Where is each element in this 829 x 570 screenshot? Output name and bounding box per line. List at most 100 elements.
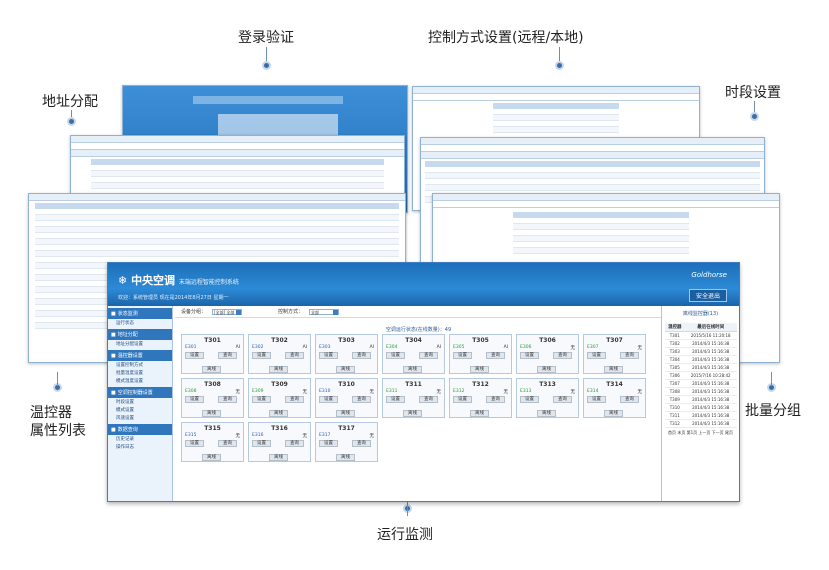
sidebar-group[interactable]: ■温控器设置: [108, 350, 172, 361]
sidebar-item[interactable]: 模式设置: [116, 408, 134, 413]
callout-props-2: 属性列表: [30, 423, 86, 439]
sidebar-item[interactable]: 地址分配设置: [116, 342, 143, 347]
thermostat-cell: T312: [665, 419, 685, 428]
offline-button[interactable]: 离线: [202, 366, 221, 373]
offline-button[interactable]: 离线: [537, 410, 556, 417]
offline-button[interactable]: 离线: [269, 410, 288, 417]
query-button[interactable]: 查询: [285, 440, 304, 447]
set-button[interactable]: 设置: [185, 396, 204, 403]
set-button[interactable]: 设置: [185, 440, 204, 447]
sidebar-group[interactable]: ■状态监测: [108, 308, 172, 319]
set-button[interactable]: 设置: [587, 352, 606, 359]
set-button[interactable]: 设置: [319, 440, 338, 447]
query-button[interactable]: 查询: [218, 396, 237, 403]
set-button[interactable]: 设置: [520, 396, 539, 403]
query-button[interactable]: 查询: [352, 352, 371, 359]
exit-button[interactable]: 安全退出: [688, 289, 727, 302]
set-button[interactable]: 设置: [587, 396, 606, 403]
offline-button[interactable]: 离线: [470, 410, 489, 417]
offline-button[interactable]: 离线: [336, 410, 355, 417]
offline-button[interactable]: 离线: [604, 366, 623, 373]
offline-button[interactable]: 离线: [537, 366, 556, 373]
query-button[interactable]: 查询: [620, 396, 639, 403]
sidebar-item[interactable]: 运行状态: [116, 321, 134, 326]
query-button[interactable]: 查询: [419, 396, 438, 403]
offline-button[interactable]: 离线: [269, 366, 288, 373]
query-button[interactable]: 查询: [285, 352, 304, 359]
query-button[interactable]: 查询: [620, 352, 639, 359]
thermostat-cell: T308: [665, 387, 685, 396]
thermostat-name: T305: [472, 337, 489, 344]
offline-button[interactable]: 离线: [202, 410, 221, 417]
offline-button[interactable]: 离线: [403, 366, 422, 373]
sidebar-item[interactable]: 模式温度设置: [116, 379, 143, 384]
sidebar-item[interactable]: 设置控制方式: [116, 363, 143, 368]
set-button[interactable]: 设置: [520, 352, 539, 359]
group-filter-select[interactable]: [全部] 全部: [212, 308, 243, 315]
sidebar-group[interactable]: ■空调控制器设置: [108, 387, 172, 398]
sidebar-item[interactable]: 批量温度设置: [116, 371, 143, 376]
offline-button[interactable]: 离线: [336, 366, 355, 373]
set-button[interactable]: 设置: [185, 352, 204, 359]
set-button[interactable]: 设置: [453, 396, 472, 403]
query-button[interactable]: 查询: [352, 396, 371, 403]
set-button[interactable]: 设置: [319, 396, 338, 403]
query-button[interactable]: 查询: [419, 352, 438, 359]
mode-filter-select[interactable]: 全部: [309, 308, 340, 315]
set-button[interactable]: 设置: [319, 352, 338, 359]
thermostat-mode: 无: [436, 390, 442, 395]
last-online-cell: 2014/4/3 15:16:38: [684, 355, 737, 364]
query-button[interactable]: 查询: [553, 396, 572, 403]
sidebar-item[interactable]: 风速设置: [116, 416, 134, 421]
query-button[interactable]: 查询: [218, 440, 237, 447]
last-online-cell: 2014/4/3 15:16:38: [684, 339, 737, 348]
set-button[interactable]: 设置: [252, 352, 271, 359]
set-button[interactable]: 设置: [386, 352, 405, 359]
query-button[interactable]: 查询: [486, 396, 505, 403]
offline-button[interactable]: 离线: [269, 454, 288, 461]
sidebar-item[interactable]: 时段设置: [116, 400, 134, 405]
offline-button[interactable]: 离线: [202, 454, 221, 461]
offline-button[interactable]: 离线: [604, 410, 623, 417]
connector-dot: [750, 112, 759, 121]
app-logo: ❄ 中央空调 末端远程智能控制系统: [118, 272, 239, 288]
offline-button[interactable]: 离线: [470, 366, 489, 373]
sidebar-item[interactable]: 历史记录: [116, 437, 134, 442]
sidebar-group[interactable]: ■数据查询: [108, 424, 172, 435]
query-button[interactable]: 查询: [553, 352, 572, 359]
query-button[interactable]: 查询: [486, 352, 505, 359]
query-button[interactable]: 查询: [285, 396, 304, 403]
sidebar-item[interactable]: 操作日志: [116, 445, 134, 450]
set-button[interactable]: 设置: [386, 396, 405, 403]
sidebar-group[interactable]: ■地址分配: [108, 329, 172, 340]
offline-button[interactable]: 离线: [336, 454, 355, 461]
thermostat-name: T307: [606, 337, 623, 344]
query-button[interactable]: 查询: [218, 352, 237, 359]
system-name: 中央空调: [131, 274, 176, 287]
set-button[interactable]: 设置: [252, 396, 271, 403]
query-button[interactable]: 查询: [352, 440, 371, 447]
connector-line: [754, 101, 755, 115]
offline-button[interactable]: 离线: [403, 410, 422, 417]
set-button[interactable]: 设置: [453, 352, 472, 359]
set-button[interactable]: 设置: [252, 440, 271, 447]
pager[interactable]: 首页 末页 第1页 上一页 下一页 尾页: [668, 430, 733, 435]
